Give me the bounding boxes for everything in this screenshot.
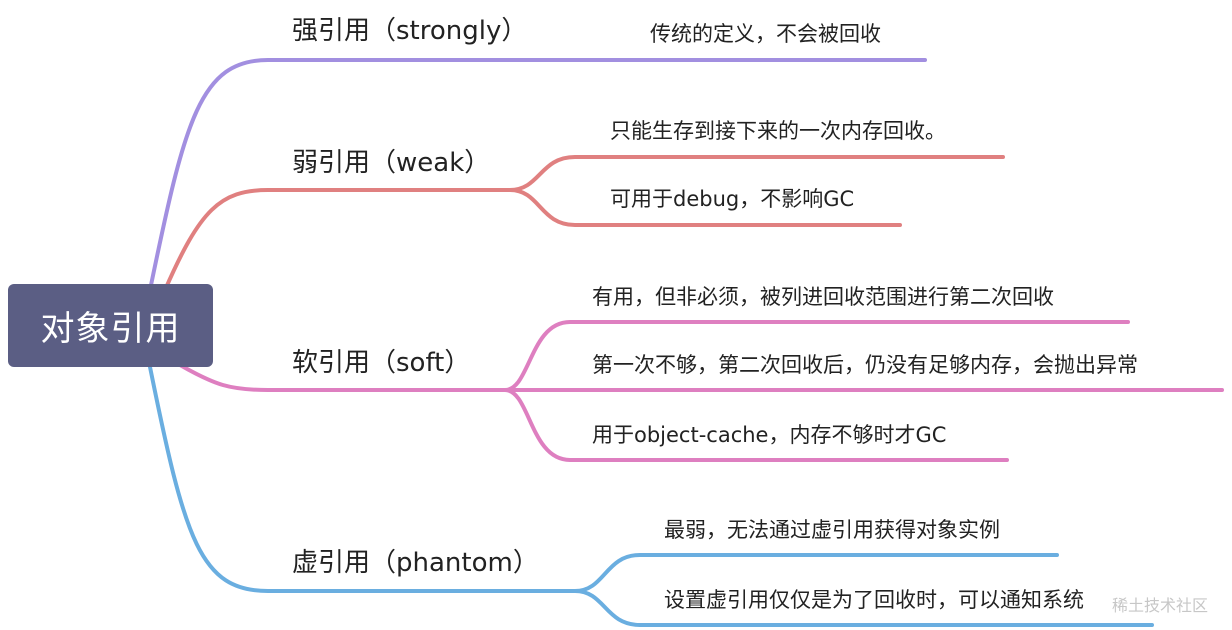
connector-phantom-root [148, 365, 577, 593]
connector-soft-leaf-1 [503, 320, 1130, 392]
leaf-soft-1[interactable]: 有用，但非必须，被列进回收范围进行第二次回收 [592, 285, 1054, 309]
branch-weak-label[interactable]: 弱引用（weak） [292, 148, 491, 178]
connector-strong-root [148, 58, 557, 292]
branch-phantom-label[interactable]: 虚引用（phantom） [292, 548, 539, 578]
leaf-phantom-1[interactable]: 最弱，无法通过虚引用获得对象实例 [664, 518, 1000, 542]
leaf-weak-1[interactable]: 只能生存到接下来的一次内存回收。 [610, 119, 946, 143]
connector-phantom-leaf-1 [573, 553, 1059, 593]
connector-weak-leaf-2 [508, 188, 902, 227]
root-node[interactable]: 对象引用 [8, 284, 213, 367]
watermark: 稀土技术社区 [1112, 596, 1209, 615]
connector-phantom-leaf-2 [573, 589, 1154, 627]
connector-soft-leaf-3 [503, 388, 1009, 462]
leaf-soft-2[interactable]: 第一次不够，第二次回收后，仍没有足够内存，会抛出异常 [592, 353, 1138, 377]
leaf-soft-3[interactable]: 用于object-cache，内存不够时才GC [592, 423, 947, 447]
leaf-weak-2[interactable]: 可用于debug，不影响GC [610, 187, 855, 211]
branch-strong-label[interactable]: 强引用（strongly） [292, 16, 528, 46]
connector-weak-root [163, 188, 512, 292]
connector-weak-leaf-1 [508, 155, 1005, 192]
connector-soft-root [178, 363, 507, 392]
leaf-phantom-2[interactable]: 设置虚引用仅仅是为了回收时，可以通知系统 [664, 588, 1084, 612]
leaf-strong-1[interactable]: 传统的定义，不会被回收 [650, 22, 881, 46]
branch-soft-label[interactable]: 软引用（soft） [292, 348, 471, 378]
